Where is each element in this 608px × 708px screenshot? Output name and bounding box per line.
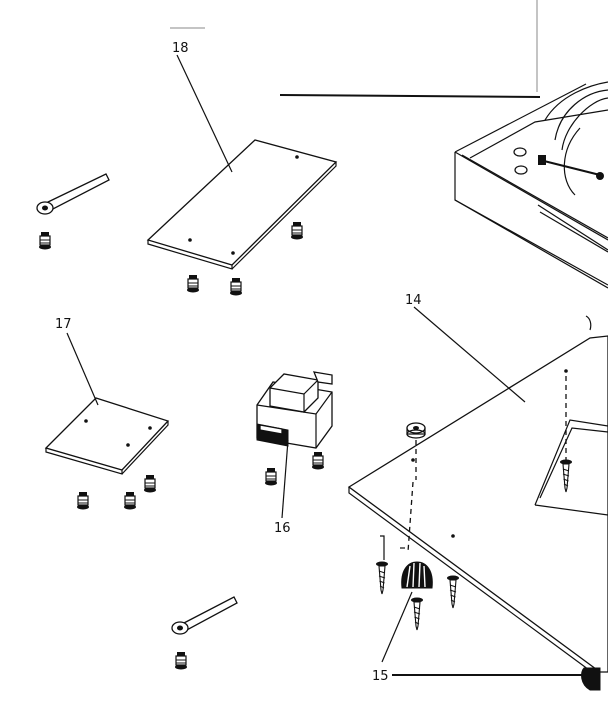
hex-wrench-upper <box>36 173 110 251</box>
part-17-screws <box>76 474 157 511</box>
callout-18: 18 <box>172 41 189 56</box>
callout-15: 15 <box>372 669 389 684</box>
part-17-board <box>44 332 170 475</box>
part-16-connector <box>256 371 333 519</box>
callout-14: 14 <box>405 293 422 308</box>
turntable-base <box>279 81 608 289</box>
grommet-and-alignment <box>380 422 426 560</box>
part-18-board <box>146 54 338 270</box>
hex-wrench-lower <box>171 596 238 671</box>
callout-16: 16 <box>274 521 291 536</box>
part-15-foot <box>381 561 601 691</box>
callout-17: 17 <box>55 317 72 332</box>
part-14-base-plate <box>347 306 608 679</box>
top-margin-marks <box>170 0 538 92</box>
